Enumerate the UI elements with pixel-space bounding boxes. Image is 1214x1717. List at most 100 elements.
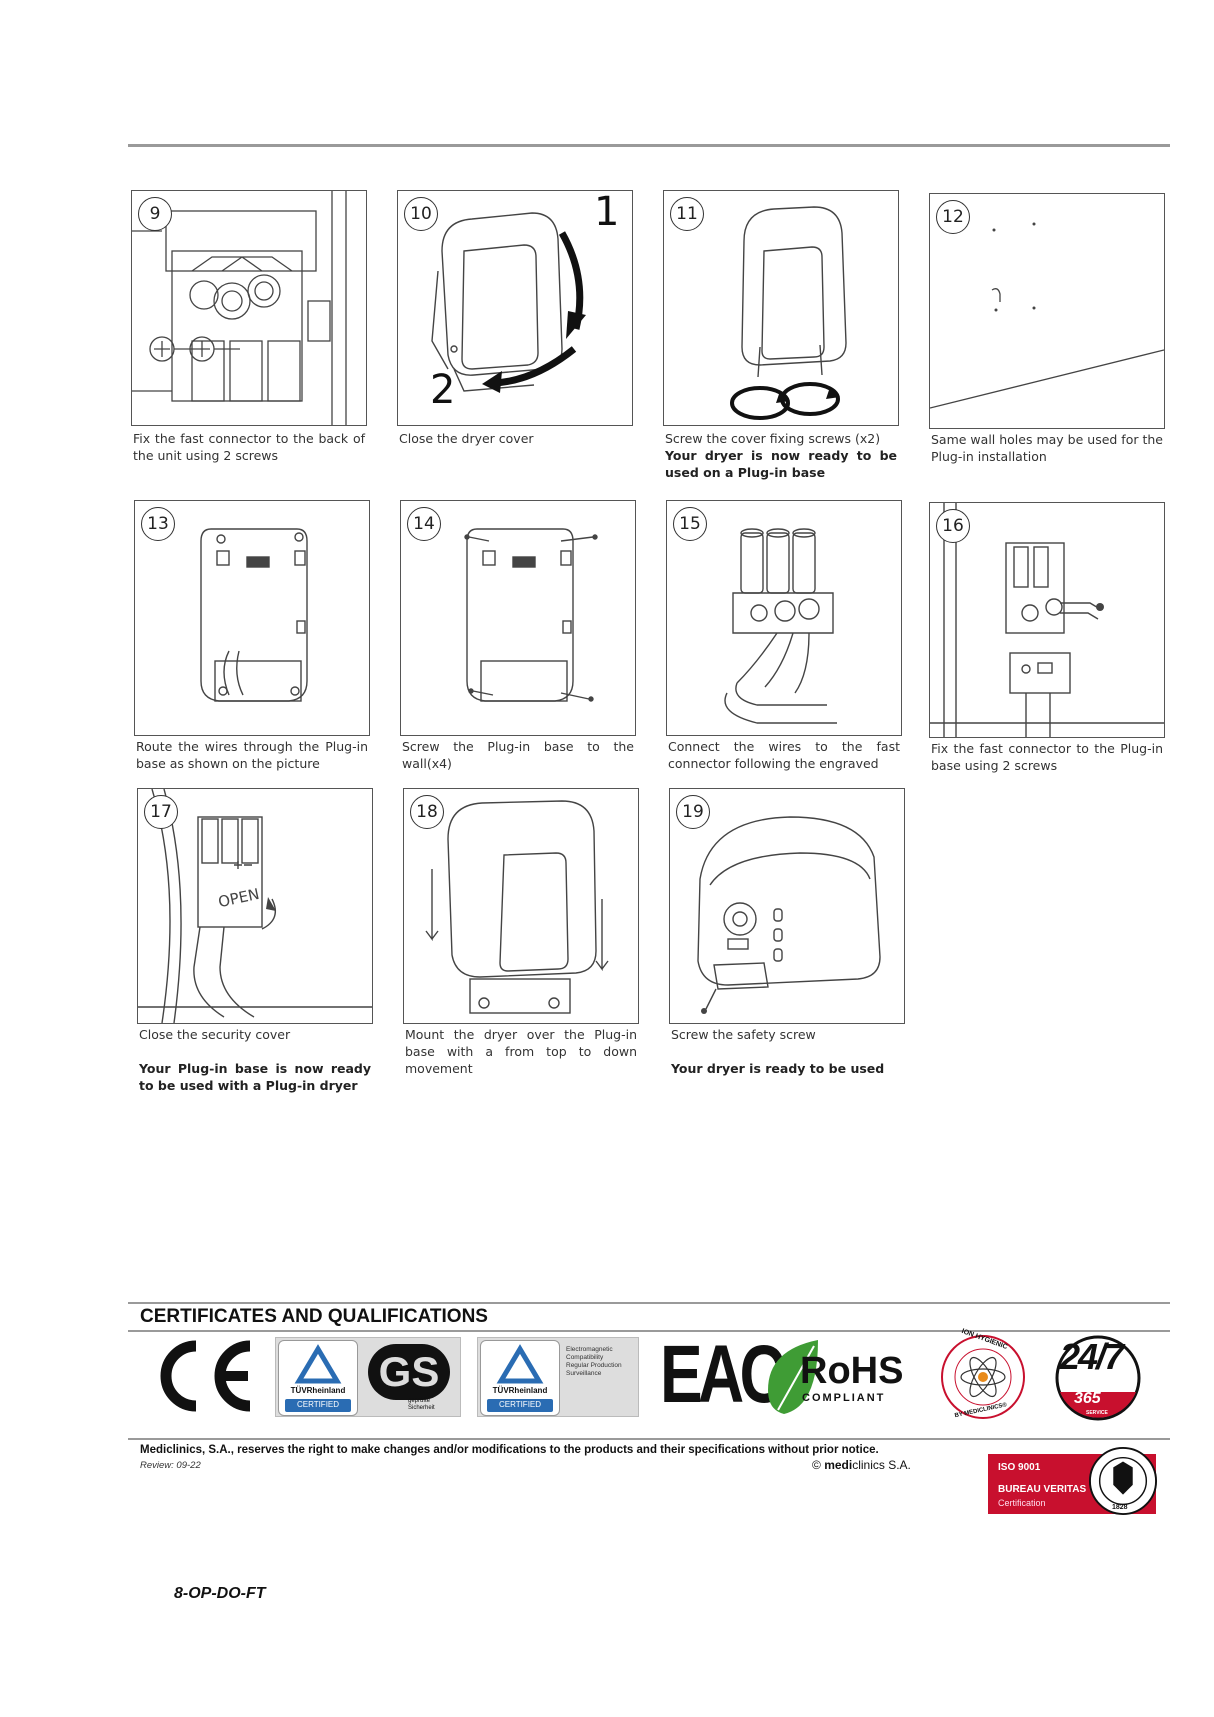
service-sub: SERVICE bbox=[1086, 1410, 1108, 1416]
step-14-illustration: 14 bbox=[400, 500, 636, 736]
certificates-title: CERTIFICATES AND QUALIFICATIONS bbox=[140, 1306, 488, 1327]
step-number: 13 bbox=[141, 507, 175, 541]
step-17: 17 OPEN Close the security cover Your Pl… bbox=[137, 788, 373, 1098]
step-note: Your Plug-in base is now ready to be use… bbox=[139, 1061, 371, 1093]
step-11: 11 Screw the cover fixing screws (x2) Yo… bbox=[663, 190, 899, 480]
rohs-logo: RoHS COMPLIANT bbox=[764, 1336, 914, 1416]
tuv-name: TÜVRheinland bbox=[290, 1386, 346, 1395]
tuv-triangle-icon bbox=[285, 1344, 351, 1412]
document-id: 8-OP-DO-FT bbox=[174, 1585, 266, 1602]
tuv-gs-logo: TÜVRheinland CERTIFIED GS geprüfte Siche… bbox=[275, 1337, 461, 1417]
step-caption: Screw the Plug-in base to the wall(x4) bbox=[402, 739, 634, 771]
rohs-sub: COMPLIANT bbox=[802, 1392, 886, 1404]
step-9-illustration: 9 bbox=[131, 190, 367, 426]
step-caption: Screw the safety screw bbox=[671, 1027, 816, 1042]
connect-wires-drawing bbox=[724, 528, 837, 724]
step-caption: Fix the fast connector to the back of th… bbox=[133, 431, 365, 463]
tuv-certified: CERTIFIED bbox=[296, 1400, 340, 1409]
step-16: 16 Fix the fast connector to the Plug-in… bbox=[929, 502, 1165, 782]
tuv-name: TÜVRheinland bbox=[492, 1386, 548, 1395]
step-caption: Same wall holes may be used for the Plug… bbox=[931, 432, 1163, 464]
bv-seal-icon bbox=[1088, 1446, 1158, 1516]
step-caption: Mount the dryer over the Plug-in base wi… bbox=[405, 1027, 637, 1076]
gs-badge: GS geprüfte Sicherheit bbox=[364, 1342, 454, 1412]
service-ring-icon bbox=[1055, 1335, 1141, 1421]
tuv-badge-2: TÜVRheinland CERTIFIED bbox=[480, 1340, 560, 1416]
emc-text: Electromagnetic Compatibility Regular Pr… bbox=[566, 1346, 622, 1377]
gs-sub: geprüfte Sicherheit bbox=[408, 1398, 435, 1411]
bv-year: 1828 bbox=[1112, 1504, 1128, 1511]
step-15-illustration: 15 bbox=[666, 500, 902, 736]
step-caption: Fix the fast connector to the Plug-in ba… bbox=[931, 741, 1163, 773]
tuv-badge: TÜVRheinland CERTIFIED bbox=[278, 1340, 358, 1416]
fast-connector-back-drawing bbox=[132, 191, 347, 425]
ion-hygienic-logo: ION HYGIENIC BY MEDICLINICS® bbox=[940, 1328, 1026, 1420]
step-16-illustration: 16 bbox=[929, 502, 1165, 738]
arrow-label-1: 1 bbox=[594, 190, 620, 235]
step-note: Your dryer is now ready to be used on a … bbox=[665, 448, 897, 480]
step-18: 18 Mount the dryer over the Plug-in base… bbox=[403, 788, 639, 1078]
step-13: 13 Route the wires through the Plug-in b… bbox=[134, 500, 370, 780]
step-15: 15 Connect the wires to the fast connect… bbox=[666, 500, 902, 780]
step-caption: Route the wires through the Plug-in base… bbox=[136, 739, 368, 771]
wall-holes-drawing bbox=[930, 222, 1164, 409]
step-number: 9 bbox=[138, 197, 172, 231]
step-number: 15 bbox=[673, 507, 707, 541]
step-11-illustration: 11 bbox=[663, 190, 899, 426]
copyright: © mediclinics S.A. bbox=[812, 1458, 911, 1472]
leaf-icon bbox=[768, 1340, 818, 1414]
service-main: 24/7 bbox=[1060, 1336, 1124, 1377]
cert-rule-top bbox=[128, 1302, 1170, 1304]
step-10: 10 1 2 Close the dryer cover bbox=[397, 190, 633, 470]
top-rule bbox=[128, 144, 1170, 147]
step-9: 9 Fix the fast connector to the back of … bbox=[131, 190, 367, 470]
route-wires-drawing bbox=[200, 528, 308, 702]
step-number: 11 bbox=[670, 197, 704, 231]
step-number: 17 bbox=[144, 795, 178, 829]
ce-mark-icon bbox=[160, 1340, 251, 1412]
eac-logo: EAC bbox=[660, 1329, 786, 1420]
atom-icon bbox=[941, 1335, 1025, 1419]
step-number: 10 bbox=[404, 197, 438, 231]
step-19: 19 Screw the safety screw Your dryer is … bbox=[669, 788, 905, 1078]
screw-base-drawing bbox=[464, 528, 598, 702]
step-12: 12 Same wall holes may be used for the P… bbox=[929, 193, 1165, 473]
eac-mark: EAC bbox=[660, 1329, 786, 1420]
step-caption: Close the security cover bbox=[139, 1027, 291, 1042]
step-18-illustration: 18 bbox=[403, 788, 639, 1024]
cert-rule-bottom bbox=[128, 1330, 1170, 1332]
review-date: Review: 09-22 bbox=[140, 1460, 201, 1471]
step-number: 19 bbox=[676, 795, 710, 829]
tuv-triangle-icon bbox=[487, 1344, 553, 1412]
arrow-label-2: 2 bbox=[430, 367, 456, 413]
step-14: 14 Screw the Plug-in base to the wall(x4… bbox=[400, 500, 636, 780]
step-caption: Close the dryer cover bbox=[399, 431, 534, 446]
ce-logo bbox=[150, 1338, 260, 1414]
step-note: Your dryer is ready to be used bbox=[671, 1061, 885, 1076]
step-19-illustration: 19 bbox=[669, 788, 905, 1024]
bureau-veritas-logo: ISO 9001 BUREAU VERITAS Certification 18… bbox=[988, 1446, 1160, 1518]
bv-iso: ISO 9001 bbox=[998, 1462, 1041, 1473]
step-13-illustration: 13 bbox=[134, 500, 370, 736]
step-caption: Screw the cover fixing screws (x2) bbox=[665, 431, 881, 446]
step-number: 14 bbox=[407, 507, 441, 541]
fix-connector-base-drawing bbox=[930, 503, 1164, 737]
step-12-illustration: 12 bbox=[929, 193, 1165, 429]
step-17-illustration: 17 OPEN bbox=[137, 788, 373, 1024]
disclaimer: Mediclinics, S.A., reserves the right to… bbox=[140, 1444, 879, 1456]
step-10-illustration: 10 1 2 bbox=[397, 190, 633, 426]
cover-screws-drawing bbox=[730, 206, 847, 420]
mount-dryer-drawing bbox=[425, 800, 609, 1014]
step-number: 16 bbox=[936, 509, 970, 543]
step-number: 12 bbox=[936, 200, 970, 234]
step-caption: Connect the wires to the fast connector … bbox=[668, 739, 900, 771]
gs-mark: GS bbox=[368, 1344, 450, 1400]
safety-screw-drawing bbox=[697, 816, 881, 1014]
service-logo: 24/7 365 SERVICE bbox=[1052, 1334, 1144, 1422]
bv-cert: Certification bbox=[998, 1498, 1046, 1508]
tuv-emc-logo: TÜVRheinland CERTIFIED Electromagnetic C… bbox=[477, 1337, 639, 1417]
service-365: 365 bbox=[1074, 1390, 1101, 1407]
footer-rule bbox=[128, 1438, 1170, 1440]
close-cover-drawing bbox=[431, 212, 586, 393]
bv-name: BUREAU VERITAS bbox=[998, 1484, 1087, 1495]
